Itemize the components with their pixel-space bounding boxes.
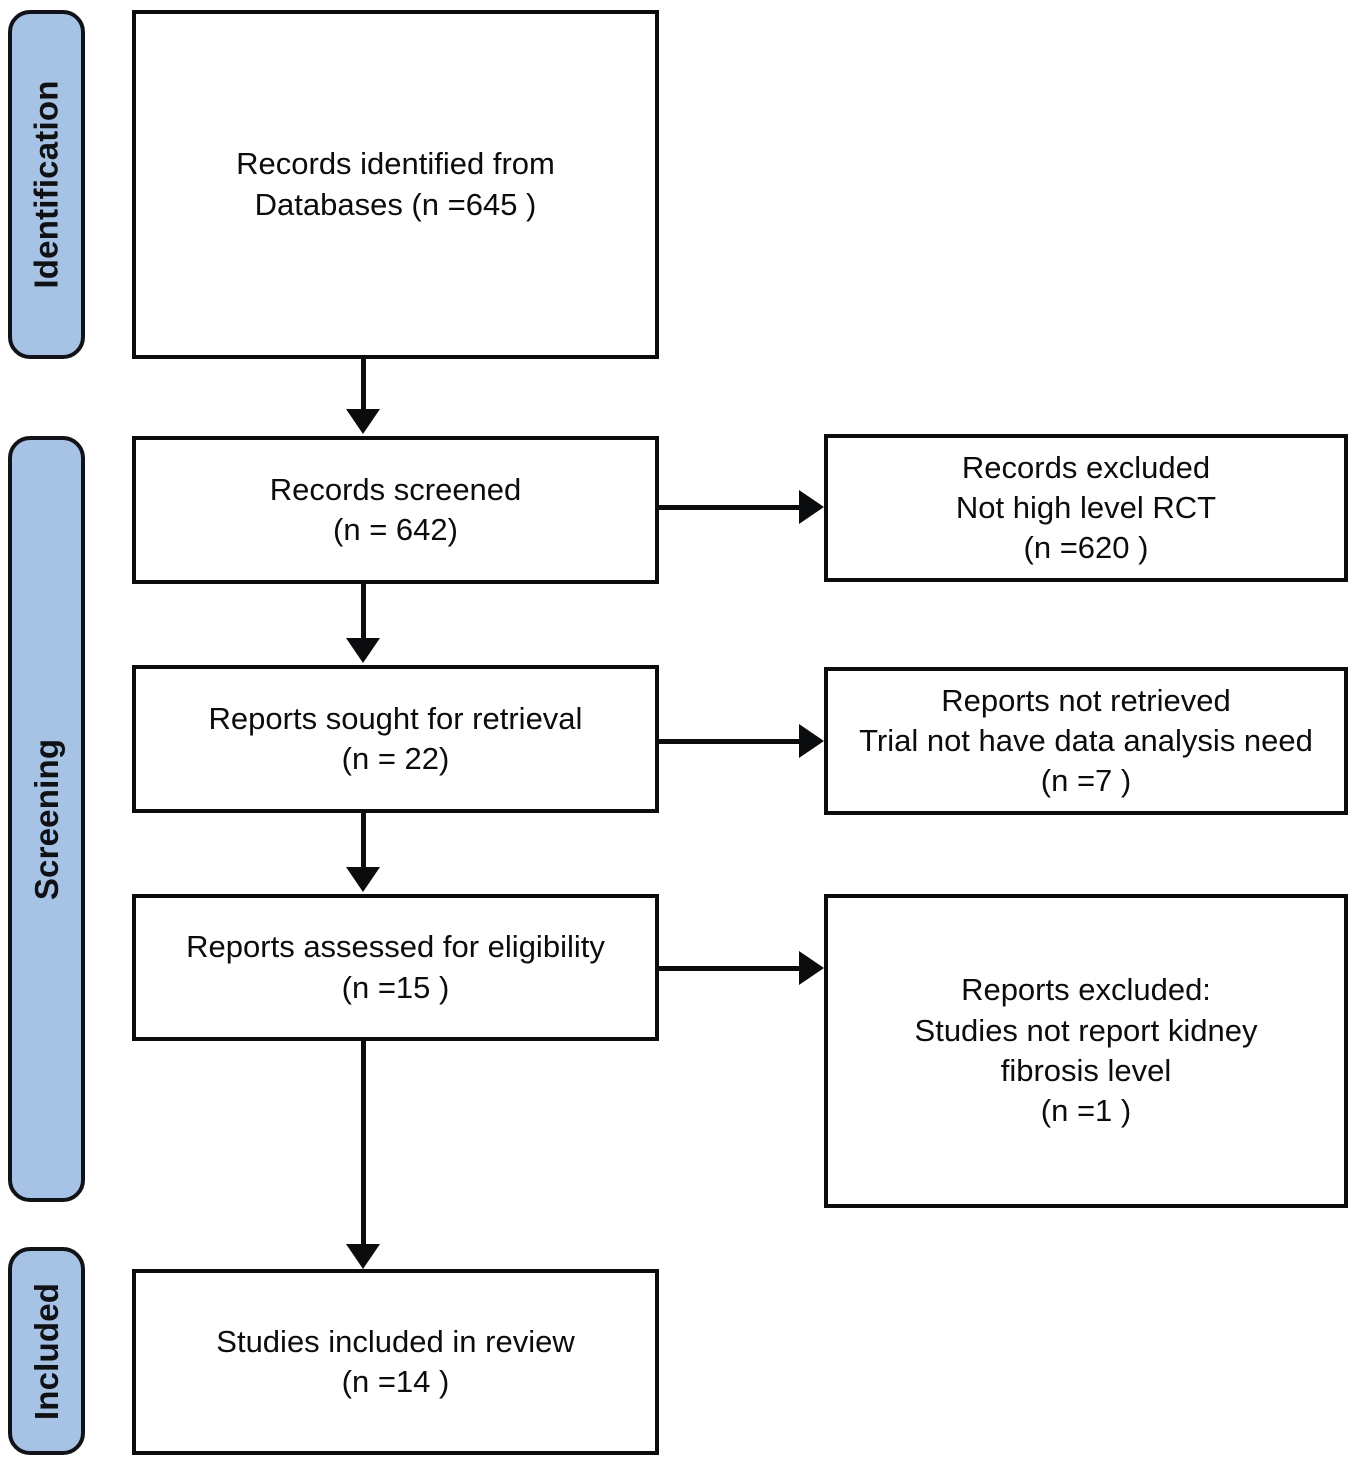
- arrowhead-screened-to-sought: [346, 638, 380, 663]
- box-reports-sought-text: Reports sought for retrieval (n = 22): [208, 700, 583, 776]
- arrowhead-assessed-to-included: [346, 1244, 380, 1269]
- connector-screened-to-records-excluded: [659, 505, 804, 510]
- stage-label-identification: Identification: [28, 80, 66, 289]
- stage-pill-included: Included: [8, 1247, 85, 1455]
- arrowhead-sought-to-assessed: [346, 867, 380, 892]
- connector-identified-to-screened: [361, 359, 366, 413]
- box-studies-included-text: Studies included in review (n =14 ): [216, 1323, 575, 1399]
- stage-pill-screening: Screening: [8, 436, 85, 1202]
- arrowhead-screened-to-records-excluded: [799, 490, 824, 524]
- stage-label-included: Included: [28, 1282, 65, 1420]
- connector-assessed-to-included: [361, 1041, 366, 1246]
- box-reports-not-retrieved: Reports not retrieved Trial not have dat…: [824, 667, 1348, 815]
- box-records-screened-text: Records screened (n = 642): [269, 471, 522, 547]
- stage-label-screening: Screening: [28, 738, 66, 900]
- stage-pill-identification: Identification: [8, 10, 85, 359]
- connector-sought-to-not-retrieved: [659, 739, 804, 744]
- box-records-identified-text: Records identified from Databases (n =64…: [236, 146, 555, 222]
- box-records-excluded-text: Records excluded Not high level RCT (n =…: [955, 449, 1217, 566]
- box-records-screened: Records screened (n = 642): [132, 436, 659, 584]
- box-reports-not-retrieved-text: Reports not retrieved Trial not have dat…: [859, 682, 1313, 799]
- arrowhead-sought-to-not-retrieved: [799, 724, 824, 758]
- connector-assessed-to-reports-excluded: [659, 966, 804, 971]
- arrowhead-identified-to-screened: [346, 409, 380, 434]
- box-reports-excluded-text: Reports excluded: Studies not report kid…: [914, 972, 1258, 1129]
- arrowhead-assessed-to-reports-excluded: [799, 951, 824, 985]
- box-reports-assessed-text: Reports assessed for eligibility (n =15 …: [186, 929, 605, 1005]
- box-reports-excluded: Reports excluded: Studies not report kid…: [824, 894, 1348, 1208]
- box-records-excluded: Records excluded Not high level RCT (n =…: [824, 434, 1348, 582]
- box-reports-assessed: Reports assessed for eligibility (n =15 …: [132, 894, 659, 1041]
- box-reports-sought: Reports sought for retrieval (n = 22): [132, 665, 659, 813]
- box-records-identified: Records identified from Databases (n =64…: [132, 10, 659, 359]
- box-studies-included: Studies included in review (n =14 ): [132, 1269, 659, 1455]
- connector-sought-to-assessed: [361, 813, 366, 869]
- connector-screened-to-sought: [361, 584, 366, 640]
